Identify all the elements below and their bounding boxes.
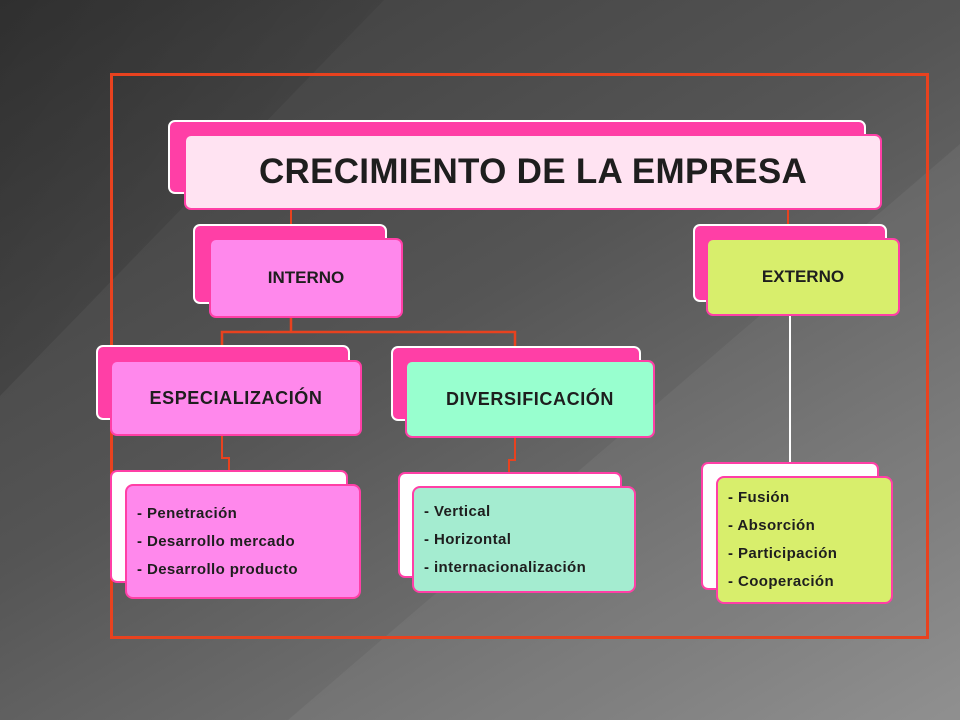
list-item: - Desarrollo producto: [137, 560, 298, 578]
connector-diversificacion-list: [508, 437, 516, 474]
list-item: - internacionalización: [424, 558, 587, 576]
diagram-title: CRECIMIENTO DE LA EMPRESA: [258, 152, 808, 191]
list-item: - Desarrollo mercado: [137, 532, 296, 550]
list-item: - Absorción: [728, 517, 816, 534]
connector-interno-children: [220, 318, 517, 349]
especializacion-list: - Penetración - Desarrollo mercado - Des…: [125, 484, 361, 599]
connector-especializacion-list: [221, 435, 230, 470]
diversificacion-node: DIVERSIFICACIÓN: [405, 360, 655, 438]
externo-label: EXTERNO: [761, 267, 845, 286]
title-node: CRECIMIENTO DE LA EMPRESA: [184, 134, 882, 210]
interno-node: INTERNO: [209, 238, 403, 318]
diversificacion-list: - Vertical - Horizontal - internacionali…: [412, 486, 636, 593]
list-item: - Cooperación: [728, 573, 835, 590]
list-item: - Fusión: [728, 489, 790, 506]
externo-list: - Fusión - Absorción - Participación - C…: [716, 476, 893, 604]
list-item: - Participación: [728, 545, 838, 562]
diversificacion-label: DIVERSIFICACIÓN: [445, 388, 614, 409]
list-item: - Vertical: [424, 502, 491, 520]
especializacion-node: ESPECIALIZACIÓN: [110, 360, 362, 436]
list-item: - Horizontal: [424, 530, 512, 548]
externo-node: EXTERNO: [706, 238, 900, 316]
list-item: - Penetración: [137, 504, 238, 522]
interno-label: INTERNO: [267, 268, 345, 287]
especializacion-label: ESPECIALIZACIÓN: [149, 387, 323, 408]
